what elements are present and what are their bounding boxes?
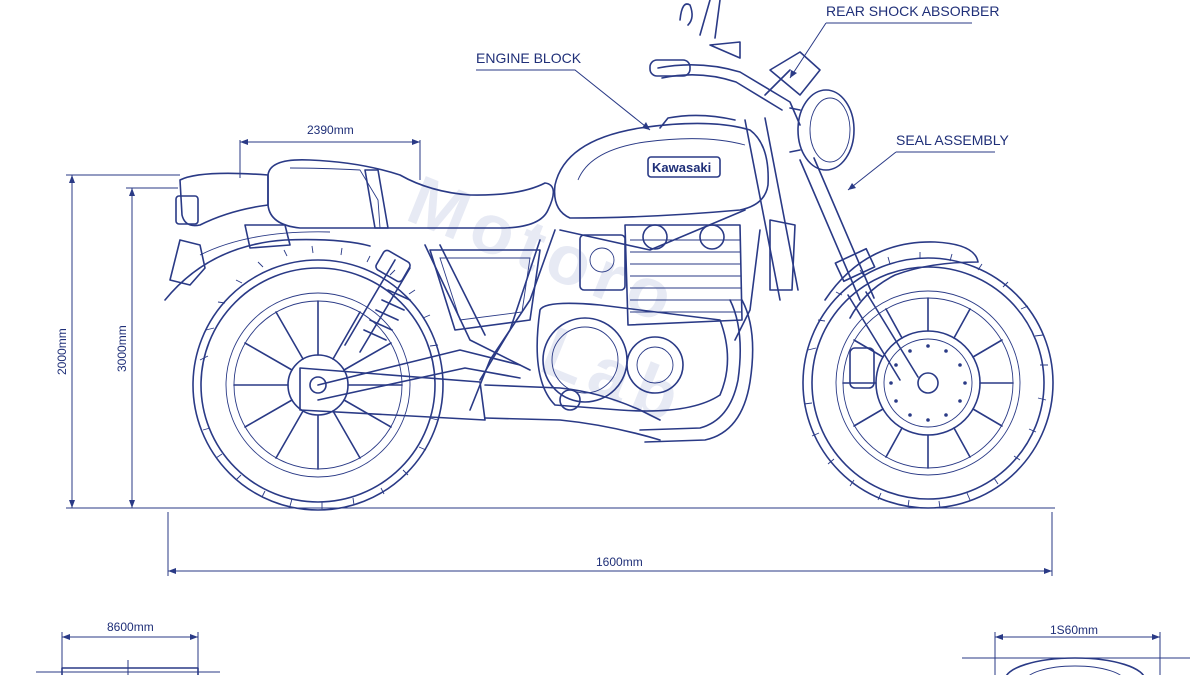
brand-label: Kawasaki xyxy=(652,160,711,175)
overall-length-label: 1600mm xyxy=(596,555,643,569)
height-inner-label: 3000mm xyxy=(115,325,129,372)
engine-block-label: ENGINE BLOCK xyxy=(476,50,582,66)
detail-left-width-label: 8600mm xyxy=(107,620,154,634)
exhaust xyxy=(299,299,754,443)
detail-view-left: 8600mm xyxy=(36,620,220,676)
seat-length-label: 2390mm xyxy=(307,123,354,137)
height-outer-label: 2000mm xyxy=(55,328,69,375)
dim-seat-length: 2390mm xyxy=(239,123,421,180)
engine-part xyxy=(536,224,743,412)
fork-cover xyxy=(769,219,796,291)
front-fender xyxy=(824,241,979,319)
frame xyxy=(424,117,799,411)
rear-shock-label: REAR SHOCK ABSORBER xyxy=(826,3,1000,19)
callout-engine-block: ENGINE BLOCK xyxy=(476,50,651,131)
rear-shock-part xyxy=(344,249,411,353)
dim-overall-length: 1600mm xyxy=(167,512,1053,576)
headlight xyxy=(789,89,855,171)
dim-height-inner: 3000mm xyxy=(115,187,178,508)
callout-rear-shock: REAR SHOCK ABSORBER xyxy=(789,3,1000,79)
side-cover xyxy=(429,249,541,331)
fuel-tank: Kawasaki xyxy=(553,114,769,219)
callout-seal-assembly: SEAL ASSEMBLY xyxy=(847,132,1009,191)
rear-wheel xyxy=(192,245,444,511)
handlebar xyxy=(649,0,821,126)
detail-view-right: 1S60mm xyxy=(962,623,1190,680)
dim-height-outer: 2000mm xyxy=(55,174,180,509)
seal-assembly-label: SEAL ASSEMBLY xyxy=(896,132,1009,148)
seat xyxy=(267,158,555,229)
rear-tail xyxy=(164,172,371,301)
detail-right-width-label: 1S60mm xyxy=(1050,623,1098,637)
front-wheel xyxy=(802,252,1054,509)
front-forks xyxy=(799,157,919,381)
